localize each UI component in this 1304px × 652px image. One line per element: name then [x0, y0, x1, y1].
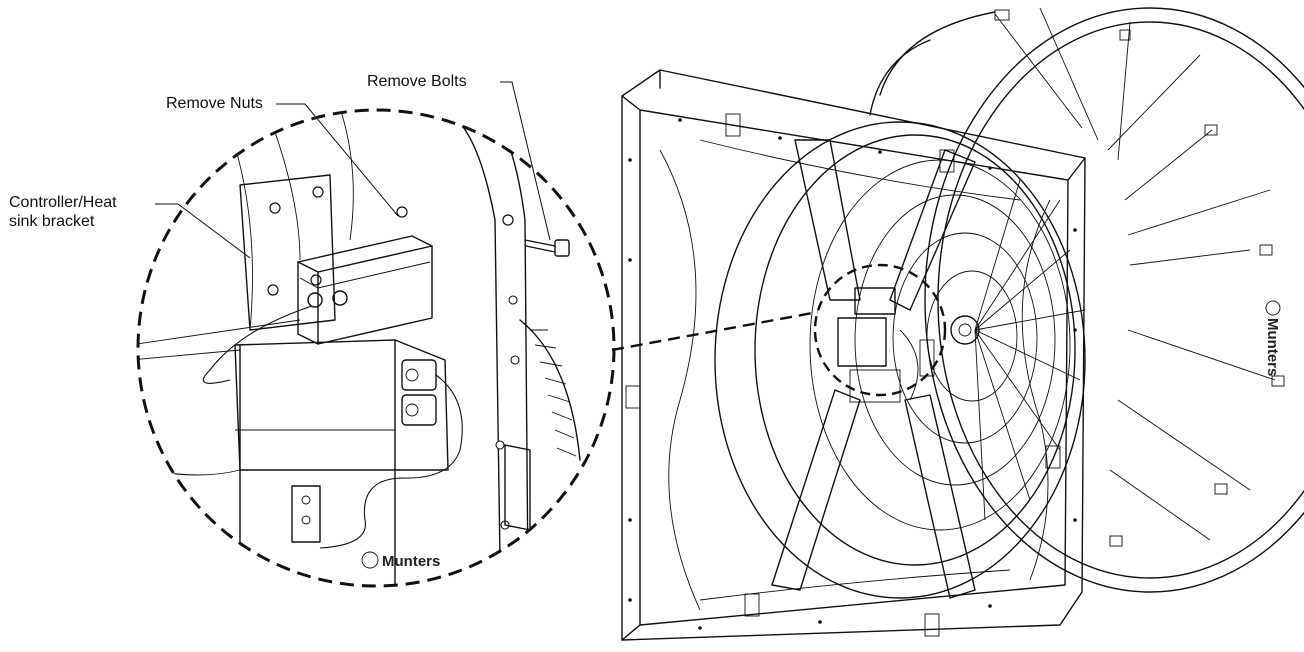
- leader-lines: [155, 81, 551, 259]
- detail-connector: [611, 310, 819, 352]
- callout-controller-bracket: Controller/Heat sink bracket: [9, 194, 117, 230]
- discharge-cone: [869, 7, 1304, 593]
- frame-bolts: [628, 118, 1077, 630]
- detail-brand-logo: Munters: [361, 551, 440, 570]
- detail-view: Munters: [138, 110, 581, 586]
- bolt: [524, 239, 570, 257]
- detail-circle: [136, 108, 616, 588]
- support-legs: [771, 139, 976, 599]
- fan-guard: [714, 121, 1086, 599]
- fan-frame: [621, 69, 1086, 641]
- detail-brand-text: Munters: [382, 553, 440, 570]
- controller-box: [202, 235, 433, 384]
- detail-source-circle: [813, 263, 947, 397]
- cone-brand-logo: Munters: [1264, 300, 1281, 376]
- callout-remove-bolts: Remove Bolts: [367, 73, 467, 90]
- hub-teeth: [504, 319, 581, 531]
- cone-brand-text: Munters: [1264, 318, 1281, 376]
- fan-unit: Munters: [621, 7, 1304, 641]
- fan-controller-small: [837, 287, 935, 403]
- callout-remove-nuts: Remove Nuts: [166, 95, 263, 112]
